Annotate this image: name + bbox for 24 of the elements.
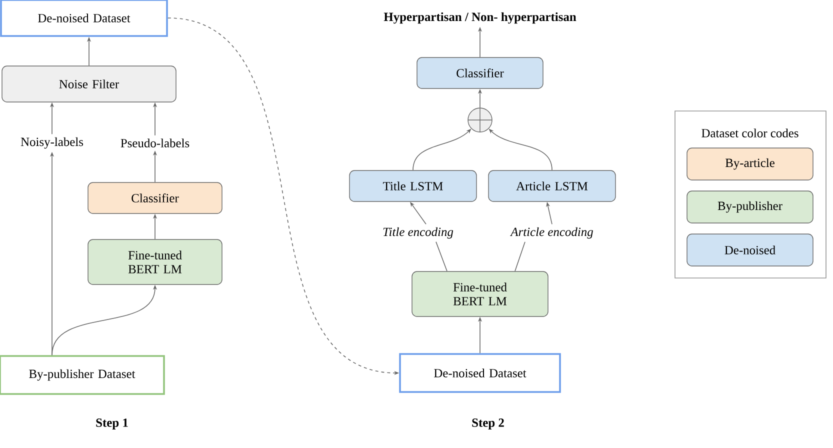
- dataset-box: De-noised Dataset: [399, 353, 561, 393]
- process-box: Fine-tuned BERT LM: [88, 239, 222, 285]
- legend-label: De-noised: [724, 246, 776, 254]
- text-label: Noisy-labels: [20, 137, 84, 149]
- step-label: Step 2: [472, 418, 504, 430]
- text-label: Pseudo-labels: [120, 138, 190, 148]
- process-box: Classifier: [416, 57, 544, 89]
- process-box: Classifier: [88, 182, 222, 214]
- text-label: Article encoding: [510, 227, 593, 239]
- step-label: Step 1: [96, 418, 128, 430]
- dataset-box: By-publisher Dataset: [0, 355, 165, 395]
- dataset-box: De-noised Dataset: [0, 0, 168, 37]
- concat-circle: [468, 108, 492, 132]
- process-box: Title LSTM: [349, 170, 477, 202]
- process-box: Fine-tuned BERT LM: [412, 271, 548, 317]
- text-label: Title encoding: [383, 227, 454, 239]
- process-box: Noise Filter: [2, 66, 176, 102]
- connector-line: [436, 241, 448, 272]
- legend-title: Dataset color codes: [702, 128, 798, 138]
- process-box: Article LSTM: [488, 170, 616, 202]
- legend-label: By-article: [725, 158, 774, 170]
- connector-line: [514, 241, 526, 272]
- legend-label: By-publisher: [718, 201, 782, 213]
- output-label: Hyperpartisan / Non- hyperpartisan: [384, 12, 576, 24]
